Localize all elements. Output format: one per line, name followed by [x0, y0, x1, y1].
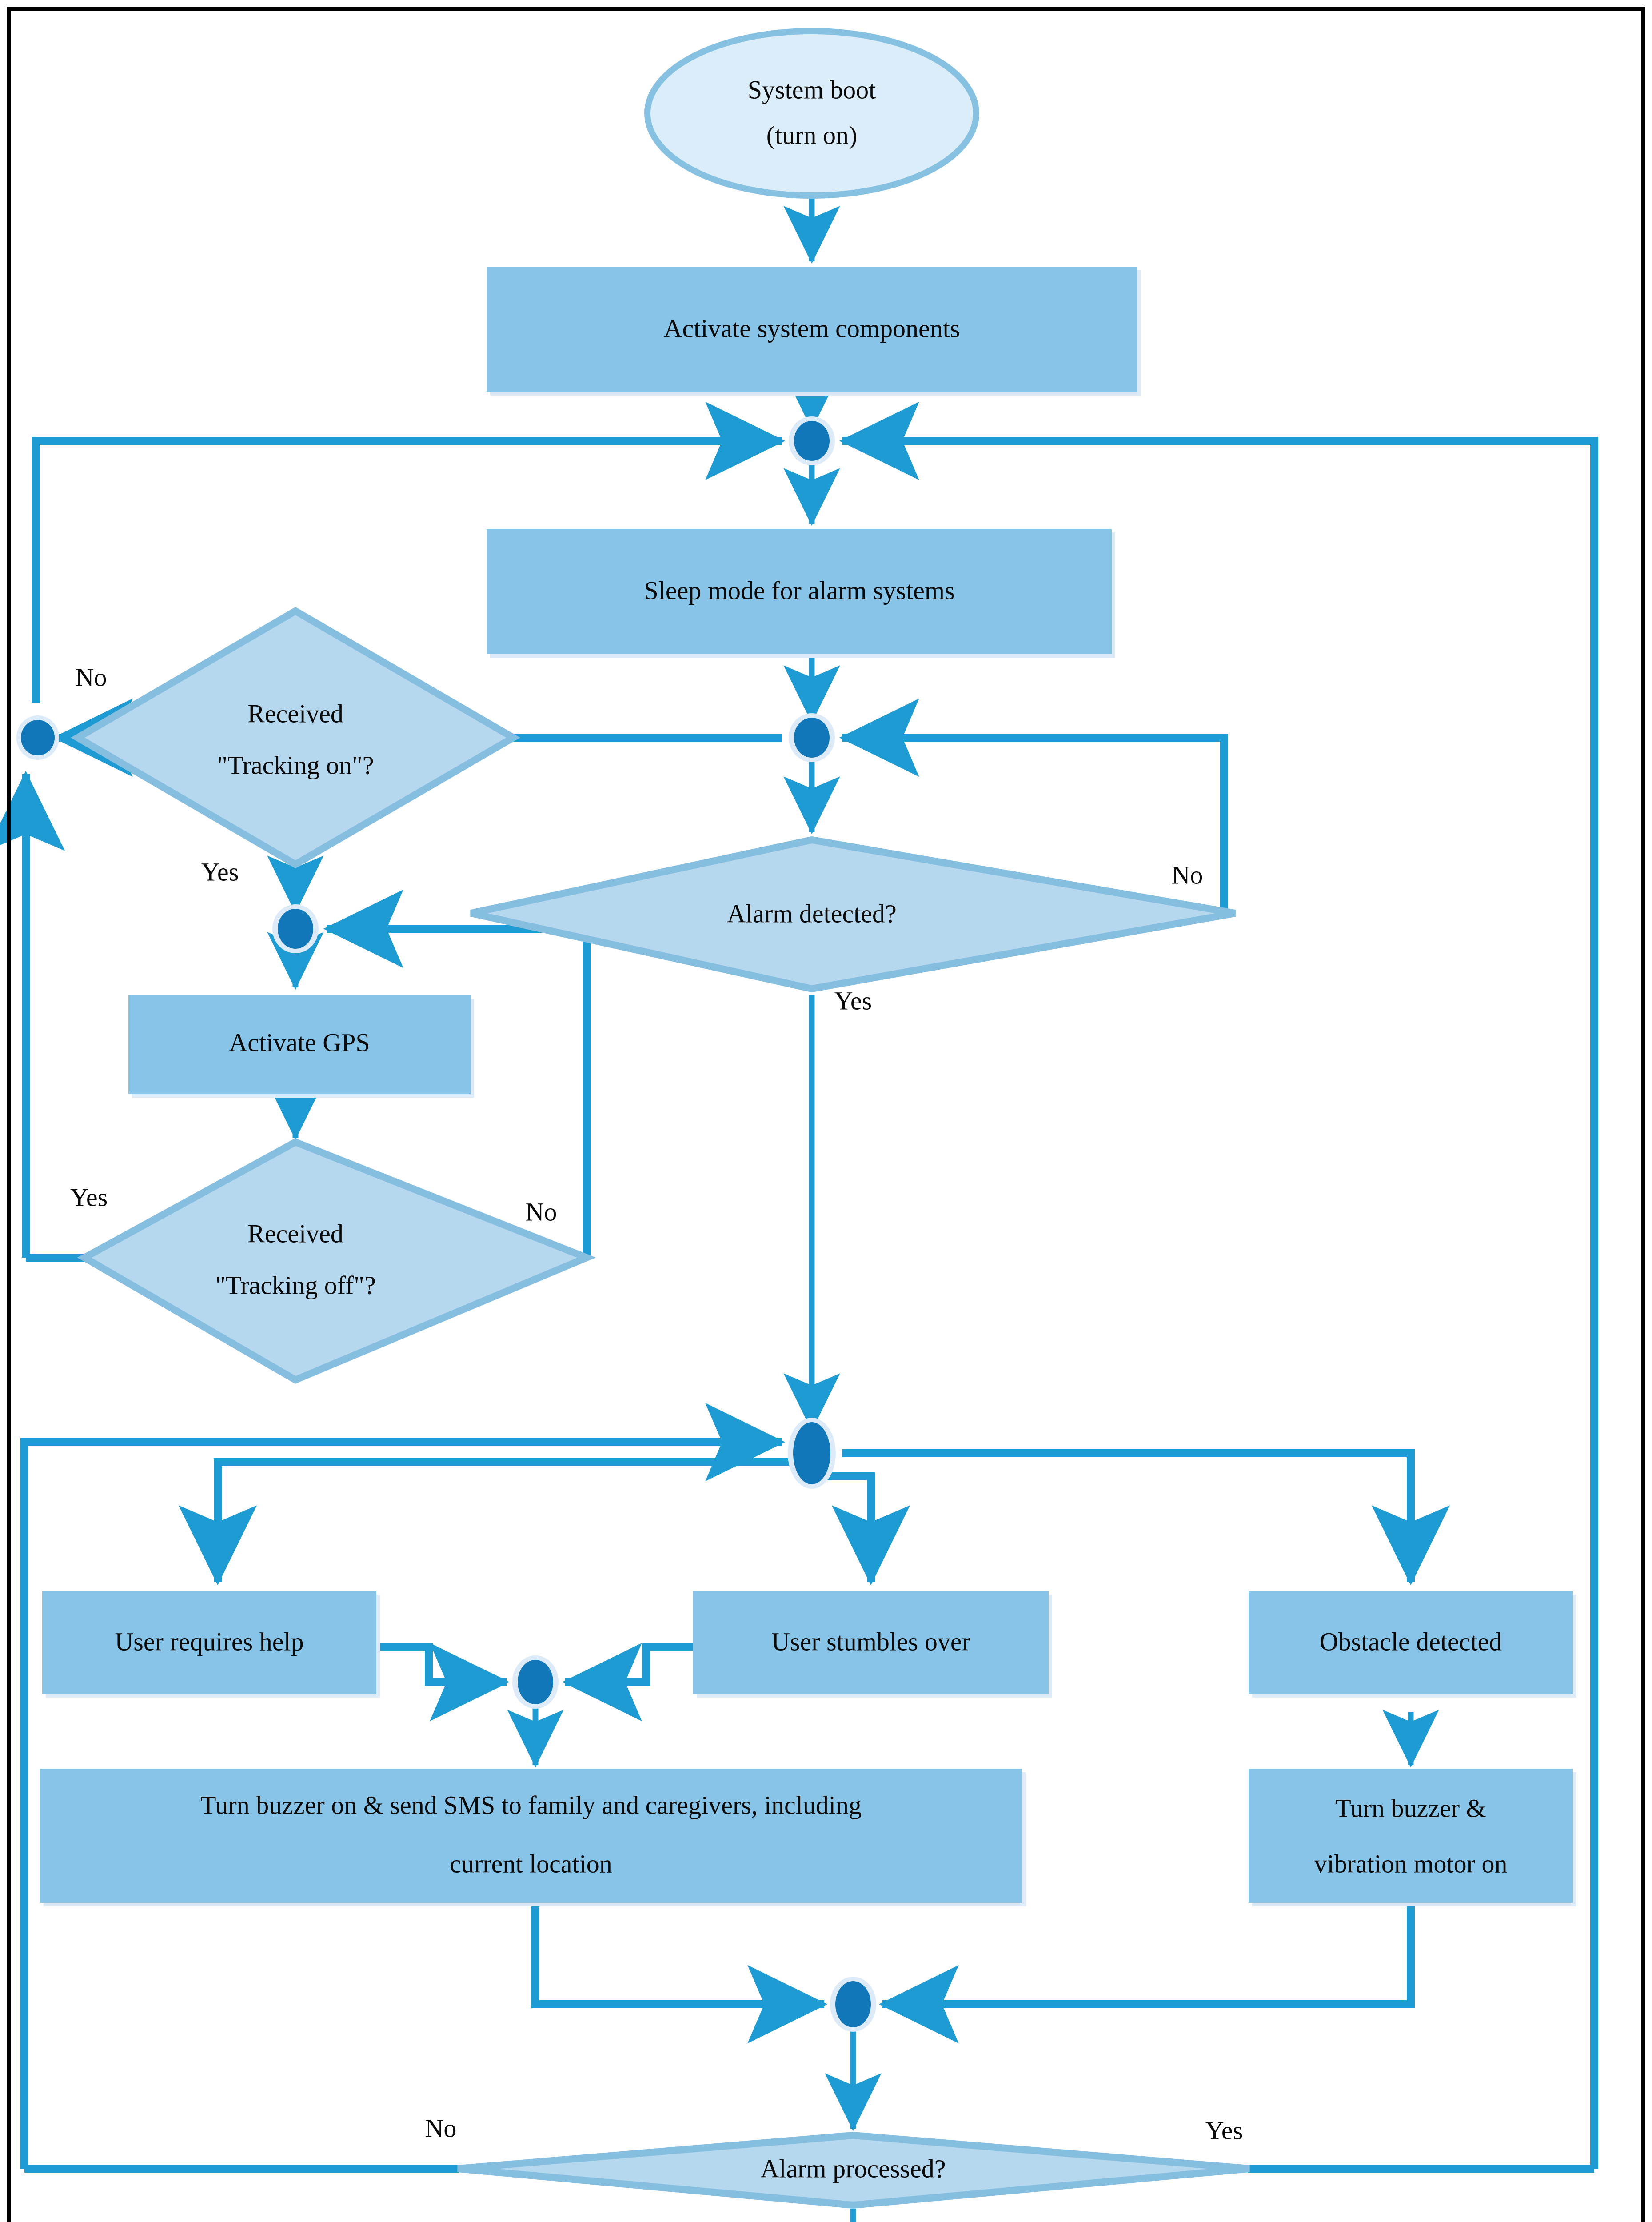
- merge-dot-left: [21, 720, 55, 755]
- edge-label-trackon-no: No: [76, 663, 107, 691]
- edge-left-return-to-merge1: [32, 401, 786, 703]
- node-obstacle-detected[interactable]: Obstacle detected: [1249, 1591, 1576, 1698]
- node-label-sms-line2: current location: [450, 1849, 612, 1878]
- edge-buzzvib-to-mergeend: [878, 1906, 1415, 2044]
- edge-sms-to-mergeend: [531, 1906, 828, 2044]
- edge-stumble-to-mergesms: [562, 1643, 693, 1722]
- edge-processed-no-to-fork: [20, 1403, 786, 2169]
- edge-alarm-no-to-merge2: [839, 698, 1228, 913]
- merge-node-end: [830, 1977, 876, 2032]
- decision-shape-trackon: [71, 607, 520, 869]
- node-label-help: User requires help: [115, 1627, 303, 1656]
- merge-dot-3: [278, 909, 313, 949]
- merge-node-1: [789, 416, 835, 465]
- decision-shape-trackoff: [77, 1138, 596, 1384]
- terminator-shape-start: [644, 28, 979, 199]
- merge-dot-sms: [518, 1660, 553, 1704]
- node-label-activate: Activate system components: [664, 314, 960, 343]
- node-label-gps: Activate GPS: [229, 1028, 370, 1057]
- decision-shape-processed: [457, 2131, 1250, 2209]
- edge-label-trackon-yes: Yes: [201, 857, 239, 886]
- edge-label-trackoff-yes: Yes: [70, 1183, 108, 1211]
- node-label-start-line2: (turn on): [766, 120, 858, 149]
- merge-dot-2: [794, 718, 830, 758]
- process-shape-gps: [128, 995, 471, 1094]
- edge-label-trackoff-no: No: [526, 1197, 557, 1226]
- node-label-start-line1: System boot: [748, 75, 876, 104]
- process-shape-sms: [40, 1769, 1022, 1903]
- merge-node-2: [789, 713, 835, 762]
- node-label-alarm: Alarm detected?: [727, 899, 897, 928]
- node-system-boot[interactable]: System boot (turn on): [644, 28, 979, 199]
- node-activate-gps[interactable]: Activate GPS: [128, 995, 474, 1098]
- node-user-requires-help[interactable]: User requires help: [42, 1591, 380, 1698]
- process-shape-obstacle: [1249, 1591, 1573, 1694]
- edge-label-alarm-yes: Yes: [834, 986, 872, 1015]
- node-send-sms[interactable]: Turn buzzer on & send SMS to family and …: [40, 1769, 1026, 1906]
- edge-fork-to-help: [178, 1458, 812, 1586]
- node-label-obstacle: Obstacle detected: [1320, 1627, 1502, 1656]
- process-shape-buzzvib: [1249, 1769, 1573, 1903]
- node-label-buzzvib-line1: Turn buzzer &: [1335, 1794, 1486, 1822]
- node-label-trackoff-line2: "Tracking off"?: [215, 1271, 375, 1299]
- node-label-trackon-line1: Received: [247, 699, 343, 728]
- merge-node-sms: [512, 1655, 559, 1709]
- node-received-tracking-on[interactable]: Received "Tracking on"?: [71, 607, 520, 869]
- edge-label-processed-yes: Yes: [1205, 2116, 1243, 2145]
- node-label-buzzvib-line2: vibration motor on: [1314, 1849, 1508, 1878]
- node-label-sms-line1: Turn buzzer on & send SMS to family and …: [200, 1790, 862, 1819]
- node-alarm-detected[interactable]: Alarm detected?: [470, 836, 1236, 993]
- node-received-tracking-off[interactable]: Received "Tracking off"?: [77, 1138, 596, 1384]
- process-shape-activate: [487, 267, 1137, 392]
- process-shape-sleep: [487, 529, 1112, 654]
- merge-node-3: [272, 904, 319, 953]
- edge-label-layer: No Yes No Yes Yes No No Yes: [70, 663, 1243, 2145]
- node-sleep-mode[interactable]: Sleep mode for alarm systems: [487, 529, 1115, 658]
- merge-dot-1: [794, 421, 830, 461]
- decision-shape-alarm: [470, 836, 1236, 993]
- edge-fork-to-stumble: [812, 1472, 910, 1586]
- edge-fork-to-obstacle: [842, 1449, 1450, 1586]
- node-user-stumbles-over[interactable]: User stumbles over: [693, 1591, 1052, 1698]
- process-shape-stumble: [693, 1591, 1049, 1694]
- edge-label-alarm-no: No: [1172, 860, 1203, 889]
- node-label-trackon-line2: "Tracking on"?: [217, 751, 374, 779]
- merge-dot-fork: [793, 1422, 830, 1484]
- node-label-trackoff-line1: Received: [247, 1219, 343, 1248]
- merge-node-fork: [788, 1418, 836, 1489]
- node-label-stumble: User stumbles over: [771, 1627, 970, 1656]
- process-shape-help: [42, 1591, 376, 1694]
- edge-help-to-mergesms: [380, 1643, 510, 1722]
- node-alarm-processed[interactable]: Alarm processed?: [457, 2131, 1250, 2209]
- node-buzzer-vibration[interactable]: Turn buzzer & vibration motor on: [1249, 1769, 1576, 1906]
- node-activate-system-components[interactable]: Activate system components: [487, 267, 1141, 396]
- merge-dot-end: [835, 1981, 871, 2027]
- merge-node-left: [16, 715, 59, 760]
- edge-right-return-to-merge1: [839, 401, 1598, 2169]
- edge-label-processed-no: No: [425, 2114, 457, 2142]
- node-label-sleep: Sleep mode for alarm systems: [644, 576, 954, 605]
- node-label-processed: Alarm processed?: [760, 2154, 946, 2183]
